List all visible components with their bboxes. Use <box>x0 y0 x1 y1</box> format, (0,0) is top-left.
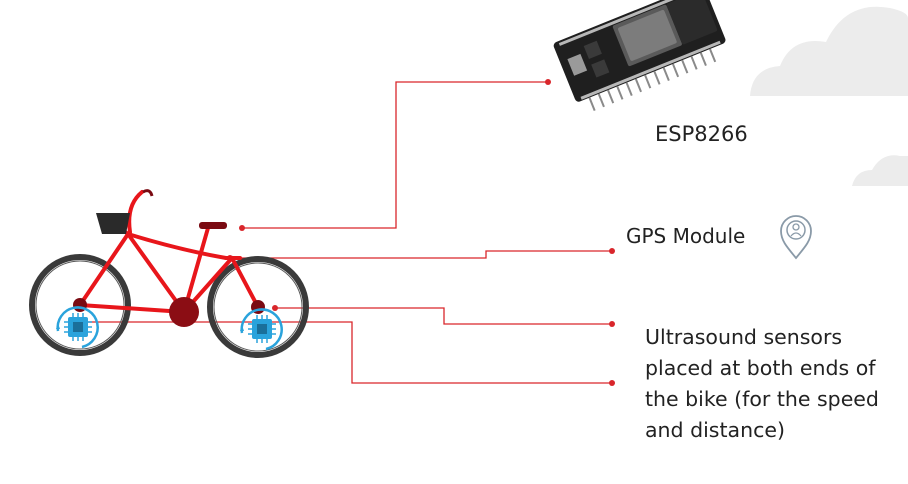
front-sensor-chip-icon <box>240 309 282 349</box>
connector-gps <box>230 251 612 258</box>
esp8266-label: ESP8266 <box>655 122 748 146</box>
ultrasound-sensors-label: Ultrasound sensors placed at both ends o… <box>645 322 907 446</box>
rear-sensor-chip-icon <box>56 307 98 347</box>
basket <box>96 213 130 234</box>
seat <box>199 222 227 229</box>
ultrasound-label-line: and distance) <box>645 415 907 446</box>
connector-dots <box>227 79 615 386</box>
cloud-decoration-top <box>750 7 908 96</box>
connector-lines <box>80 82 612 383</box>
ultrasound-label-line: the bike (for the speed <box>645 384 907 415</box>
cloud-decoration-bottom <box>852 155 908 186</box>
esp8266-board-icon <box>552 0 731 116</box>
ultrasound-label-line: Ultrasound sensors <box>645 322 907 353</box>
connector-esp <box>242 82 548 228</box>
ultrasound-label-line: placed at both ends of <box>645 353 907 384</box>
connector-ultra-rear <box>80 322 612 383</box>
gps-module-label: GPS Module <box>626 224 745 248</box>
crank <box>169 297 199 327</box>
location-pin-icon <box>781 216 811 258</box>
